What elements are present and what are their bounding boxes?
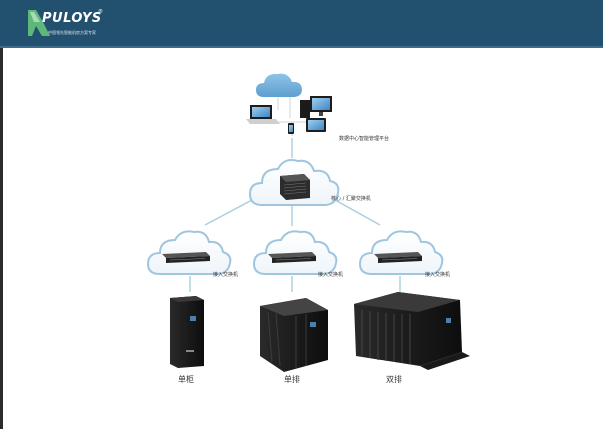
logo-mark-icon: [28, 10, 50, 36]
access-switch-icon: [268, 252, 316, 263]
single-row-cabinet-icon: [260, 298, 328, 372]
access-switch-icon: [162, 252, 210, 263]
management-platform-icon: [246, 73, 332, 136]
logo-tagline: 中国领先智能机房方案专家: [48, 30, 96, 35]
connector-lines: [189, 138, 401, 292]
double-row-label: 双排: [386, 375, 402, 384]
single-row-label: 单排: [284, 375, 300, 384]
core-switch-cloud: [248, 159, 340, 206]
logo-registered-mark: ®: [98, 9, 103, 15]
core-switch-icon: [280, 174, 310, 200]
access-switch-cloud-1: [146, 230, 232, 275]
access-switch-label-3: 接入交换机: [425, 272, 451, 278]
single-cabinet-icon: [170, 296, 204, 368]
header-bar: PULOYS ® 中国领先智能机房方案专家: [0, 0, 603, 48]
access-switch-label-2: 接入交换机: [318, 272, 344, 278]
access-switch-cloud-2: [252, 230, 338, 275]
left-edge: [0, 0, 3, 429]
diagram-canvas: [146, 73, 470, 372]
connector-core-access-right: [334, 199, 381, 226]
connector-core-access-left: [204, 199, 253, 226]
access-switch-icon: [374, 252, 422, 263]
network-diagram: 数据中心智能管理平台 核心 / 汇聚交换机 接入交换机 接入交换机 接入交换机 …: [0, 48, 603, 429]
company-logo: PULOYS ® 中国领先智能机房方案专家: [28, 8, 108, 40]
core-switch-label: 核心 / 汇聚交换机: [331, 196, 371, 202]
access-switch-cloud-3: [358, 230, 444, 275]
management-platform-label: 数据中心智能管理平台: [339, 136, 390, 142]
logo-text: PULOYS: [42, 11, 102, 26]
single-cabinet-label: 单柜: [178, 375, 194, 384]
access-switch-label-1: 接入交换机: [213, 272, 239, 278]
double-row-cabinet-icon: [354, 292, 470, 370]
